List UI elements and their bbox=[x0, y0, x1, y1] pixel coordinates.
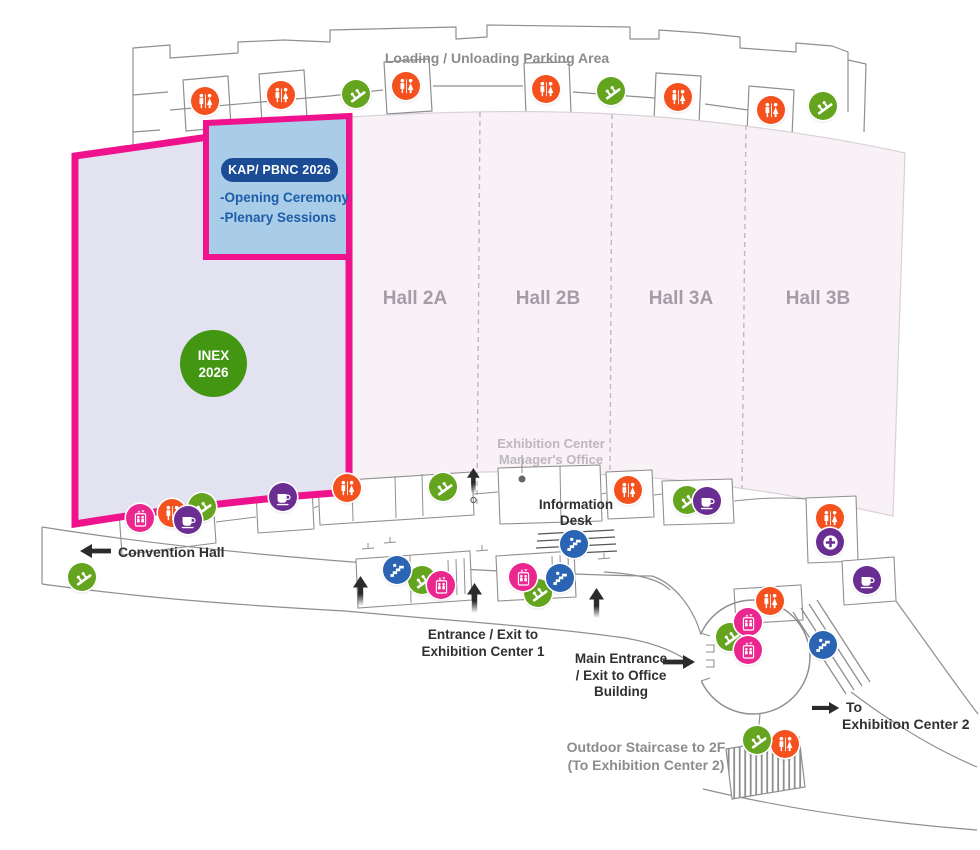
to-center2-label: To Exhibition Center 2 bbox=[842, 699, 970, 732]
escalator-icon bbox=[743, 726, 771, 754]
event-info-box bbox=[203, 112, 352, 260]
escalator-icon bbox=[597, 77, 625, 105]
right-arrow-to-center2 bbox=[812, 702, 840, 714]
cafe-icon bbox=[174, 506, 202, 534]
right-arrow-main-entrance bbox=[663, 655, 695, 669]
stairs-icon bbox=[546, 564, 574, 592]
arrow-base-dot bbox=[470, 496, 477, 504]
kap-pbnc-badge: KAP/ PBNC 2026 bbox=[221, 158, 338, 182]
cafe-icon bbox=[269, 483, 297, 511]
information-desk-label: Information Desk bbox=[538, 497, 614, 528]
restroom-icon bbox=[756, 587, 784, 615]
hall-label-3b: Hall 3B bbox=[785, 288, 851, 309]
restroom-icon bbox=[392, 72, 420, 100]
up-arrow-info-desk bbox=[467, 468, 480, 494]
cafe-icon bbox=[693, 487, 721, 515]
elevator-icon bbox=[734, 636, 762, 664]
convention-hall-label: Convention Hall bbox=[118, 544, 225, 560]
restroom-icon bbox=[267, 81, 295, 109]
first-aid-icon bbox=[816, 528, 844, 556]
restroom-icon bbox=[333, 474, 361, 502]
event-item: -Plenary Sessions bbox=[220, 210, 337, 225]
restroom-icon bbox=[532, 75, 560, 103]
hall-label-2b: Hall 2B bbox=[515, 288, 581, 309]
manager-office-label: Exhibition Center Manager's Office bbox=[497, 436, 605, 467]
elevator-icon bbox=[427, 571, 455, 599]
entrance-center1-label: Entrance / Exit to Exhibition Center 1 bbox=[421, 627, 545, 659]
stairs-icon bbox=[809, 631, 837, 659]
event-item: -Opening Ceremony bbox=[220, 190, 350, 205]
hall-label-3a: Hall 3A bbox=[648, 288, 714, 309]
left-arrow-convention-hall bbox=[80, 544, 111, 558]
elevator-icon bbox=[509, 563, 537, 591]
rotunda-details bbox=[700, 584, 804, 682]
up-arrow-entrance-center bbox=[467, 583, 482, 613]
escalator-icon bbox=[68, 563, 96, 591]
stairs-icon bbox=[560, 530, 588, 558]
hall-label-2a: Hall 2A bbox=[382, 288, 448, 309]
restroom-icon bbox=[757, 96, 785, 124]
restroom-icon bbox=[191, 87, 219, 115]
stairs-icon bbox=[383, 556, 411, 584]
up-arrow-main-entrance bbox=[589, 588, 604, 618]
restroom-icon bbox=[771, 730, 799, 758]
elevator-icon bbox=[734, 608, 762, 636]
cafe-icon bbox=[853, 566, 881, 594]
escalator-icon bbox=[429, 473, 457, 501]
outdoor-staircase-label: Outdoor Staircase to 2F (To Exhibition C… bbox=[566, 739, 726, 773]
escalator-icon bbox=[342, 80, 370, 108]
elevator-icon bbox=[126, 504, 154, 532]
escalator-icon bbox=[809, 92, 837, 120]
main-entrance-label: Main Entrance / Exit to Office Building bbox=[574, 651, 668, 699]
inex-marker: INEX 2026 bbox=[180, 330, 247, 397]
hall-dividers bbox=[476, 111, 747, 507]
restroom-icon bbox=[664, 83, 692, 111]
restroom-icon bbox=[816, 504, 844, 532]
event-list: -Opening Ceremony -Plenary Sessions bbox=[220, 188, 349, 228]
up-arrow-entrance-left bbox=[353, 576, 368, 606]
loading-area-label: Loading / Unloading Parking Area bbox=[384, 50, 610, 66]
restroom-icon bbox=[614, 476, 642, 504]
